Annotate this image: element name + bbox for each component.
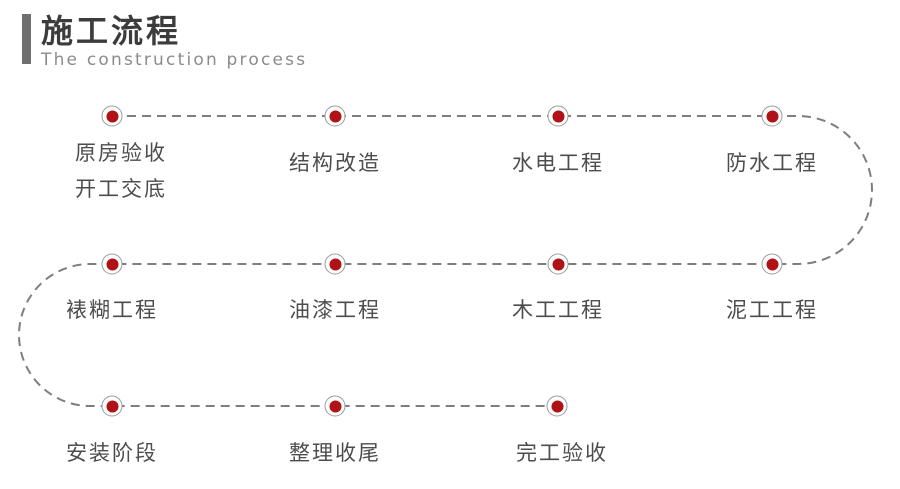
flow-node-9 [101,395,123,417]
flow-node-11 [546,395,568,417]
title-accent-bar [22,14,31,64]
flow-node-2 [324,105,346,127]
flow-node-8 [101,253,123,275]
page-subtitle: The construction process [41,50,308,70]
step-dot [106,110,118,122]
title-block: 施工流程 The construction process [41,14,307,70]
step-dot [106,258,118,270]
step-label-waterproofing: 防水工程 [726,151,818,175]
step-label-wallpapering: 裱糊工程 [66,298,158,322]
step-dot [329,258,341,270]
step-dot [329,110,341,122]
step-dot [766,258,778,270]
step-label-carpentry: 木工工程 [512,298,604,322]
step-dot [106,400,118,412]
flow-node-1 [101,105,123,127]
step-dot [551,400,563,412]
flow-node-4 [761,105,783,127]
flow-node-6 [547,253,569,275]
step-dot [552,258,564,270]
header: 施工流程 The construction process [22,14,307,70]
page-title: 施工流程 [41,12,182,50]
step-label-installation: 安装阶段 [66,441,158,465]
step-dot [766,110,778,122]
flow-node-7 [324,253,346,275]
step-dot [329,400,341,412]
flow-node-10 [324,395,346,417]
step-label-masonry: 泥工工程 [726,298,818,322]
step-label-structural-remodel: 结构改造 [289,151,381,175]
flow-node-3 [547,105,569,127]
flow-node-5 [761,253,783,275]
step-label-cleanup: 整理收尾 [289,441,381,465]
step-label-painting: 油漆工程 [289,298,381,322]
step-label-final-acceptance: 完工验收 [516,441,608,465]
step-label-house-check-handover: 原房验收 开工交底 [75,141,167,201]
step-dot [552,110,564,122]
step-label-plumbing-electrical: 水电工程 [512,151,604,175]
